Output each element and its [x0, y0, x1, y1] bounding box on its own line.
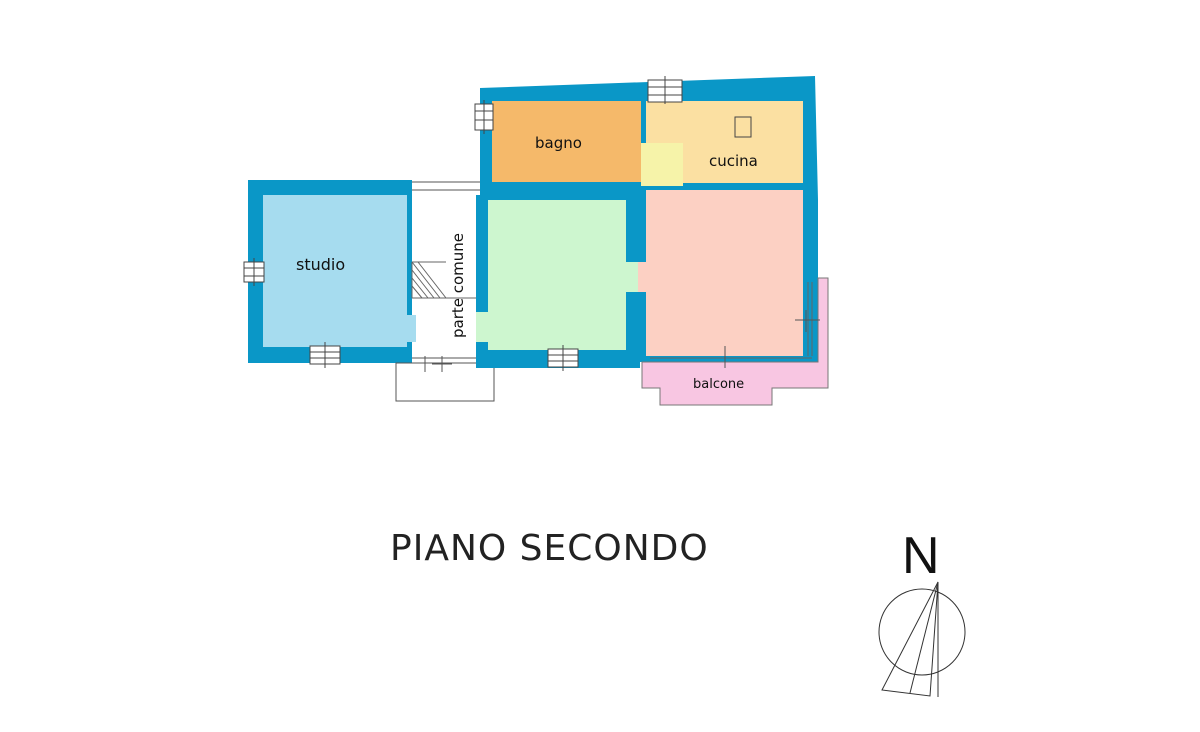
compass-icon	[878, 581, 966, 697]
stair-label: parte comune	[449, 233, 467, 338]
floor-title: PIANO SECONDO	[390, 528, 709, 569]
green-room	[488, 200, 640, 350]
balcony-railing	[650, 282, 813, 359]
passage-area	[641, 143, 683, 186]
kitchen-appliance	[734, 116, 752, 138]
studio-doorway	[404, 315, 416, 342]
bathroom-window	[474, 100, 494, 134]
studio-room	[263, 195, 407, 347]
green-room-window	[547, 345, 579, 371]
bathroom-label: bagno	[535, 134, 582, 152]
balcony-label: balcone	[693, 377, 744, 392]
green-room-doorway	[476, 312, 490, 342]
kitchen-room	[646, 101, 803, 183]
studio-label: studio	[296, 255, 345, 274]
inner-doorway	[626, 262, 638, 292]
kitchen-window	[647, 76, 683, 104]
stair-corridor	[412, 181, 480, 359]
salmon-room	[636, 190, 803, 356]
staircase	[411, 261, 480, 299]
balcony-door-marks	[724, 310, 820, 368]
north-label: N	[902, 527, 940, 585]
studio-bottom-window	[309, 342, 341, 368]
entry-landing	[395, 356, 495, 402]
studio-left-window	[243, 258, 265, 286]
balcony	[641, 277, 829, 406]
kitchen-label: cucina	[709, 152, 758, 170]
bathroom-room	[492, 101, 641, 182]
